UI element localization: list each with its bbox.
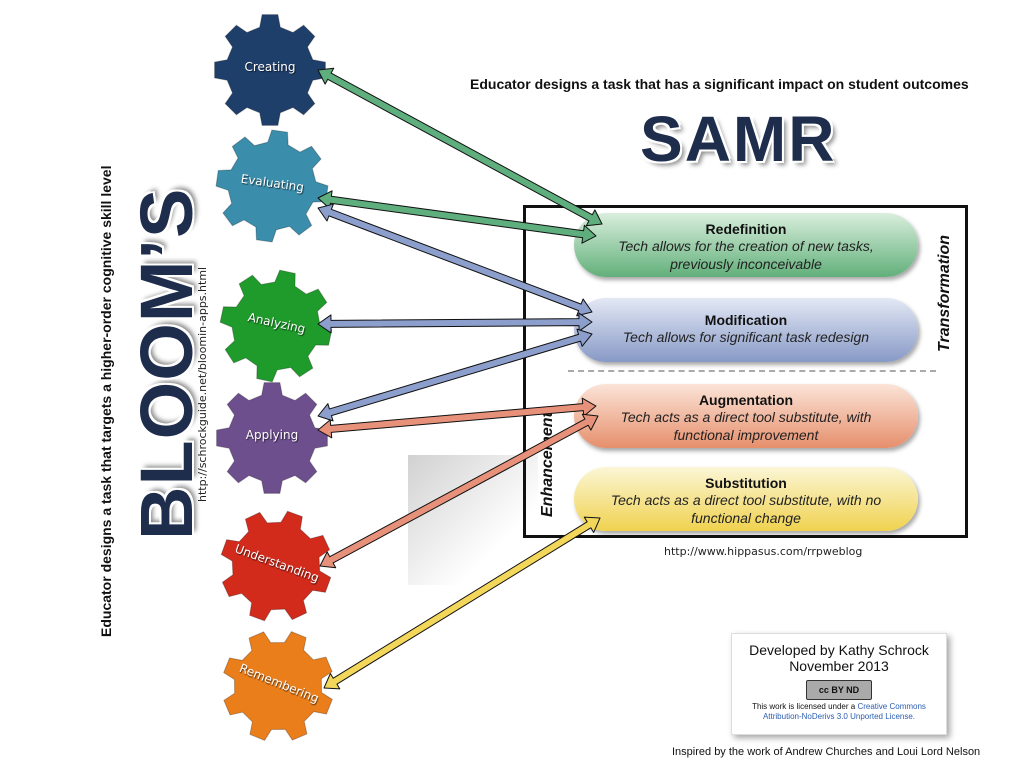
gear-analyzing: Analyzing [207, 257, 345, 395]
samr-level-title: Substitution [705, 475, 787, 491]
arrow-applying-augmentation [317, 397, 597, 439]
arrow-remembering-substitution [323, 516, 601, 690]
gear-icon [223, 631, 333, 741]
gear-icon [220, 510, 332, 622]
samr-level-desc: Tech acts as a direct tool substitute, w… [620, 409, 872, 425]
gear-icon [215, 129, 329, 243]
gear-icon [214, 14, 326, 126]
gear-label: Creating [244, 60, 296, 74]
license-text: This work is licensed under a Creative C… [732, 702, 946, 722]
credit-author: Developed by Kathy Schrock [749, 642, 929, 658]
license-link[interactable]: Creative Commons Attribution-NoDerivs 3.… [762, 702, 926, 721]
samr-url: http://www.hippasus.com/rrpweblog [664, 545, 863, 558]
gear-creating: Creating [212, 12, 328, 128]
gear-applying: Applying [214, 380, 330, 496]
samr-title: SAMR [640, 103, 837, 175]
samr-level-desc: functional improvement [673, 427, 819, 443]
samr-level-desc: Tech allows for the creation of new task… [618, 238, 874, 254]
credit-date: November 2013 [789, 658, 889, 674]
samr-divider [568, 370, 936, 372]
samr-redefinition: Redefinition Tech allows for the creatio… [574, 213, 918, 277]
box-shadow [408, 455, 538, 585]
inspired-by: Inspired by the work of Andrew Churches … [672, 746, 981, 758]
samr-level-title: Redefinition [705, 221, 787, 237]
samr-level-desc: previously inconceivable [670, 256, 822, 272]
gear-understanding: Understanding [202, 492, 351, 641]
gear-label: Applying [245, 428, 299, 442]
samr-frame [523, 205, 968, 538]
arrow-understanding-augmentation [319, 413, 599, 569]
gear-icon [219, 269, 333, 383]
samr-caption: Educator designs a task that has a signi… [470, 76, 969, 92]
gear-icon [216, 382, 328, 494]
arrow-evaluating-modification [317, 203, 593, 317]
gear-evaluating: Evaluating [206, 120, 337, 251]
samr-level-title: Augmentation [698, 392, 794, 408]
samr-substitution: Substitution Tech acts as a direct tool … [574, 467, 918, 531]
samr-level-desc: Tech allows for significant task redesig… [622, 329, 870, 345]
cc-license-badge[interactable]: cc BY ND [806, 680, 872, 700]
samr-level-title: Modification [704, 312, 788, 328]
credit-box: Developed by Kathy Schrock November 2013… [731, 633, 947, 735]
samr-level-desc: Tech acts as a direct tool substitute, w… [610, 492, 882, 508]
gear-remembering: Remembering [202, 610, 353, 761]
samr-augmentation: Augmentation Tech acts as a direct tool … [574, 384, 918, 448]
arrow-analyzing-modification [317, 312, 593, 334]
samr-level-desc: functional change [691, 510, 801, 526]
arrow-applying-modification [317, 328, 593, 422]
samr-modification: Modification Tech allows for significant… [574, 298, 918, 362]
license-prefix: This work is licensed under a [752, 702, 858, 711]
arrow-creating-redefinition [317, 67, 603, 227]
